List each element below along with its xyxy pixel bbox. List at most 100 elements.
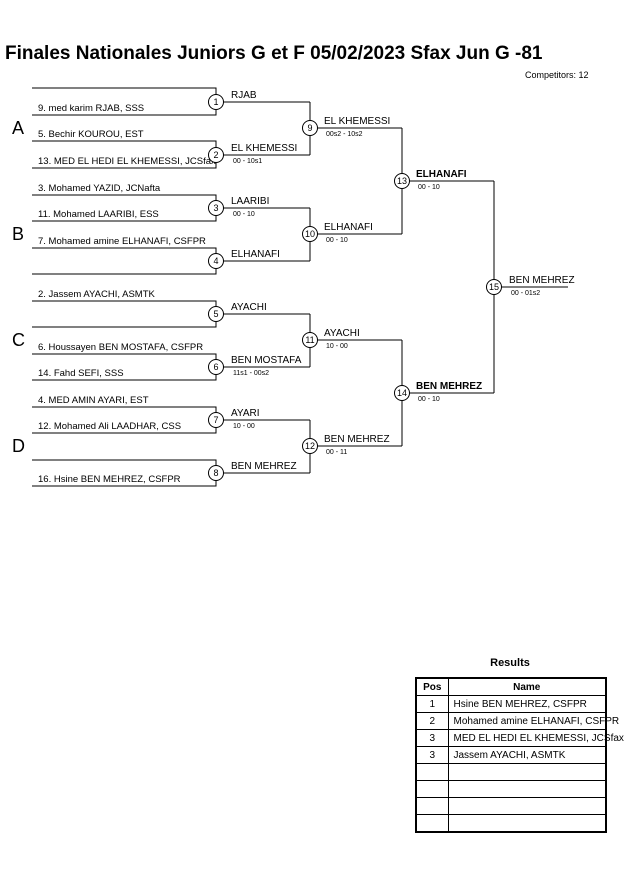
winner-match-12: BEN MEHREZ [324,434,390,445]
entrant-16: 16. Hsine BEN MEHREZ, CSFPR [38,474,181,485]
match-number-13: 13 [397,176,407,186]
result-pos: 2 [415,712,449,730]
entrant-7: 7. Mohamed amine ELHANAFI, CSFPR [38,236,206,247]
results-header-pos: Pos [415,677,449,696]
match-13-lines [401,128,494,234]
match-15-lines [493,181,568,393]
score-match-13: 00 - 10 [418,184,440,191]
entrant-2: 2. Jassem AYACHI, ASMTK [38,289,156,300]
result-name: Hsine BEN MEHREZ, CSFPR [447,695,607,713]
winner-match-9: EL KHEMESSI [324,116,390,127]
match-number-8: 8 [213,468,218,478]
match-number-3: 3 [213,203,218,213]
result-pos: 3 [415,746,449,764]
match-number-15: 15 [489,282,499,292]
competitors-count: Competitors: 12 [525,70,589,80]
result-pos [415,763,449,781]
result-pos: 1 [415,695,449,713]
result-pos: 3 [415,729,449,747]
entrant-4: 4. MED AMIN AYARI, EST [38,395,149,406]
match-10-lines [309,208,402,261]
score-match-11: 10 - 00 [326,343,348,350]
winner-match-15: BEN MEHREZ [509,275,575,286]
results-header-name: Name [447,677,607,696]
match-circle-6: 6 [208,359,224,375]
winner-match-13: ELHANAFI [416,169,467,180]
match-number-9: 9 [307,123,312,133]
match-circle-3: 3 [208,200,224,216]
score-match-10: 00 - 10 [326,237,348,244]
winner-match-14: BEN MEHREZ [416,381,482,392]
pool-label-d: D [12,436,25,456]
match-circle-5: 5 [208,306,224,322]
match-circle-10: 10 [302,226,318,242]
result-name: Mohamed amine ELHANAFI, CSFPR [447,712,619,730]
match-number-2: 2 [213,150,218,160]
result-name [447,780,607,798]
entrant-5: 5. Bechir KOUROU, EST [38,129,144,140]
score-match-9: 00s2 - 10s2 [326,131,363,138]
table-row [415,763,607,781]
match-number-1: 1 [213,97,218,107]
match-circle-4: 4 [208,253,224,269]
match-number-4: 4 [213,256,218,266]
match-9-lines [309,102,402,155]
entrant-14: 14. Fahd SEFI, SSS [38,368,124,379]
match-circle-15: 15 [486,279,502,295]
match-number-12: 12 [305,441,315,451]
match-number-6: 6 [213,362,218,372]
table-row [415,814,607,833]
match-circle-8: 8 [208,465,224,481]
match-circle-9: 9 [302,120,318,136]
score-match-12: 00 - 11 [326,449,347,456]
match-12-lines [309,420,402,473]
pool-label-c: C [12,330,25,350]
winner-match-5: AYACHI [231,302,267,313]
winner-match-6: BEN MOSTAFA [231,355,302,366]
page-title: Finales Nationales Juniors G et F 05/02/… [5,43,543,64]
match-number-5: 5 [213,309,218,319]
score-match-6: 11s1 - 00s2 [233,370,269,377]
result-name: Jassem AYACHI, ASMTK [447,746,607,764]
winner-match-8: BEN MEHREZ [231,461,297,472]
winner-match-4: ELHANAFI [231,249,280,260]
match-circle-14: 14 [394,385,410,401]
match-circle-11: 11 [302,332,318,348]
score-match-2: 00 - 10s1 [233,158,262,165]
entrant-13: 13. MED EL HEDI EL KHEMESSI, JCSfax [38,156,216,167]
match-number-7: 7 [213,415,218,425]
winner-match-11: AYACHI [324,328,360,339]
result-name [447,797,607,815]
match-number-10: 10 [305,229,315,239]
results-header-row: Pos Name [415,677,607,696]
result-pos [415,814,449,833]
pool-label-a: A [12,118,25,138]
winner-match-7: AYARI [231,408,260,419]
result-name [447,814,607,833]
result-name: MED EL HEDI EL KHEMESSI, JCSfax [447,729,624,747]
match-circle-1: 1 [208,94,224,110]
entrant-12: 12. Mohamed Ali LAADHAR, CSS [38,421,181,432]
winner-match-1: RJAB [231,90,257,101]
winner-match-2: EL KHEMESSI [231,143,297,154]
match-14-lines [401,340,494,446]
entrant-11: 11. Mohamed LAARIBI, ESS [38,209,159,220]
score-match-3: 00 - 10 [233,211,255,218]
table-row [415,797,607,815]
match-5-lines [32,300,310,328]
winner-match-3: LAARIBI [231,196,269,207]
match-number-14: 14 [397,388,407,398]
score-match-15: 00 - 01s2 [511,290,540,297]
match-circle-13: 13 [394,173,410,189]
match-circle-2: 2 [208,147,224,163]
results-title: Results [490,657,530,669]
pool-label-b: B [12,224,25,244]
winner-match-10: ELHANAFI [324,222,373,233]
result-pos [415,797,449,815]
